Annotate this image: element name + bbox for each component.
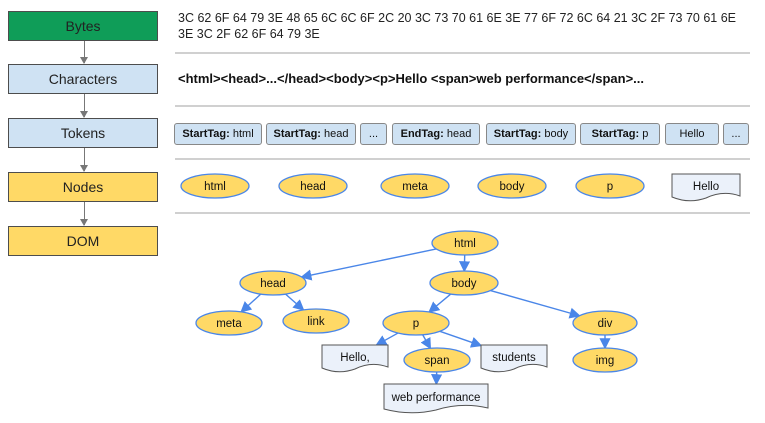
stage-dom: DOM [8,226,158,256]
token-name: html [232,128,254,140]
stage-arrow [80,41,88,64]
bytes-hex: 3C 62 6F 64 79 3E 48 65 6C 6C 6F 2C 20 3… [178,11,737,41]
node-text-label: Hello [693,181,719,193]
token: Hello [665,123,719,145]
dom-text-node-label: Hello, [340,352,369,364]
node-element-label: meta [402,181,428,193]
dom-element-node-label: div [598,318,613,330]
token: StartTag: head [266,123,356,145]
divider [175,52,750,54]
stage-arrow [80,94,88,118]
dom-element-node-shape [431,230,499,256]
dom-edge [300,248,437,281]
dom-text-node-label: students [492,352,536,364]
dom-element-node-label: html [454,238,476,250]
divider [175,105,750,107]
stage-label: Nodes [62,179,104,195]
dom-edge [375,332,399,346]
dom-element-node-shape [403,347,471,373]
dom-text-node-shape [321,344,389,373]
token-name: head [446,128,472,140]
node-element-shape [575,173,645,199]
dom-element-node-shape [195,310,263,336]
stage-label: Bytes [65,18,101,34]
divider [175,158,750,160]
token-name: ... [368,128,379,140]
dom-text-node-shape [480,344,548,373]
dom-element-node-shape [429,270,499,296]
token-name: p [642,128,649,140]
stage-label: Characters [48,71,118,87]
dom-element-node-shape [282,308,350,334]
dom-edge [420,334,432,350]
dom-element-node-label: head [260,278,286,290]
node-element-label: head [300,181,326,193]
dom-edge [439,330,483,348]
token: ... [360,123,387,145]
node-text-shape [671,173,741,202]
token: StartTag: html [174,123,262,145]
characters-text: <html><head>...</head><body><p>Hello <sp… [178,71,645,86]
stage-label: Tokens [60,125,106,141]
dom-edge [428,293,452,313]
stage-bytes: Bytes [8,11,158,41]
dom-edge [285,293,305,311]
dom-element-node-label: span [425,355,450,367]
token-name: Hello [679,128,705,140]
token-kind: StartTag: [182,128,230,140]
token-name: ... [731,128,741,140]
stage-nodes: Nodes [8,172,158,202]
dom-edge [490,289,581,319]
stage-label: DOM [66,233,100,249]
node-element-shape [380,173,450,199]
dom-element-node-label: body [452,278,477,290]
dom-element-node-shape [382,310,450,336]
node-element-shape [180,173,250,199]
stage-characters: Characters [8,64,158,94]
node-element-shape [278,173,348,199]
dom-element-node-shape [572,347,638,373]
node-element-label: p [607,181,613,193]
node-element-label: body [500,181,525,193]
token-kind: StartTag: [273,128,321,140]
dom-element-node-shape [239,270,307,296]
dom-text-node-label: web performance [391,392,481,404]
node-element-label: html [204,181,226,193]
dom-element-node-label: meta [216,318,242,330]
dom-element-node-label: img [596,355,615,367]
token-kind: StartTag: [493,128,542,140]
dom-element-node-label: p [413,318,419,330]
token-kind: EndTag: [400,128,444,140]
dom-edge [240,293,262,313]
stage-tokens: Tokens [8,118,158,148]
token: EndTag: head [392,123,480,145]
dom-element-node-label: link [307,316,325,328]
node-element-shape [477,173,547,199]
stage-arrow [80,148,88,172]
stage-arrow [80,202,88,226]
token: StartTag: p [580,123,660,145]
token-kind: StartTag: [591,128,640,140]
token: StartTag: body [486,123,576,145]
dom-element-node-shape [572,310,638,336]
token: ... [723,123,749,145]
divider [175,212,750,214]
token-name: head [324,128,349,140]
dom-text-node-shape [383,383,489,414]
token-name: body [544,128,569,140]
